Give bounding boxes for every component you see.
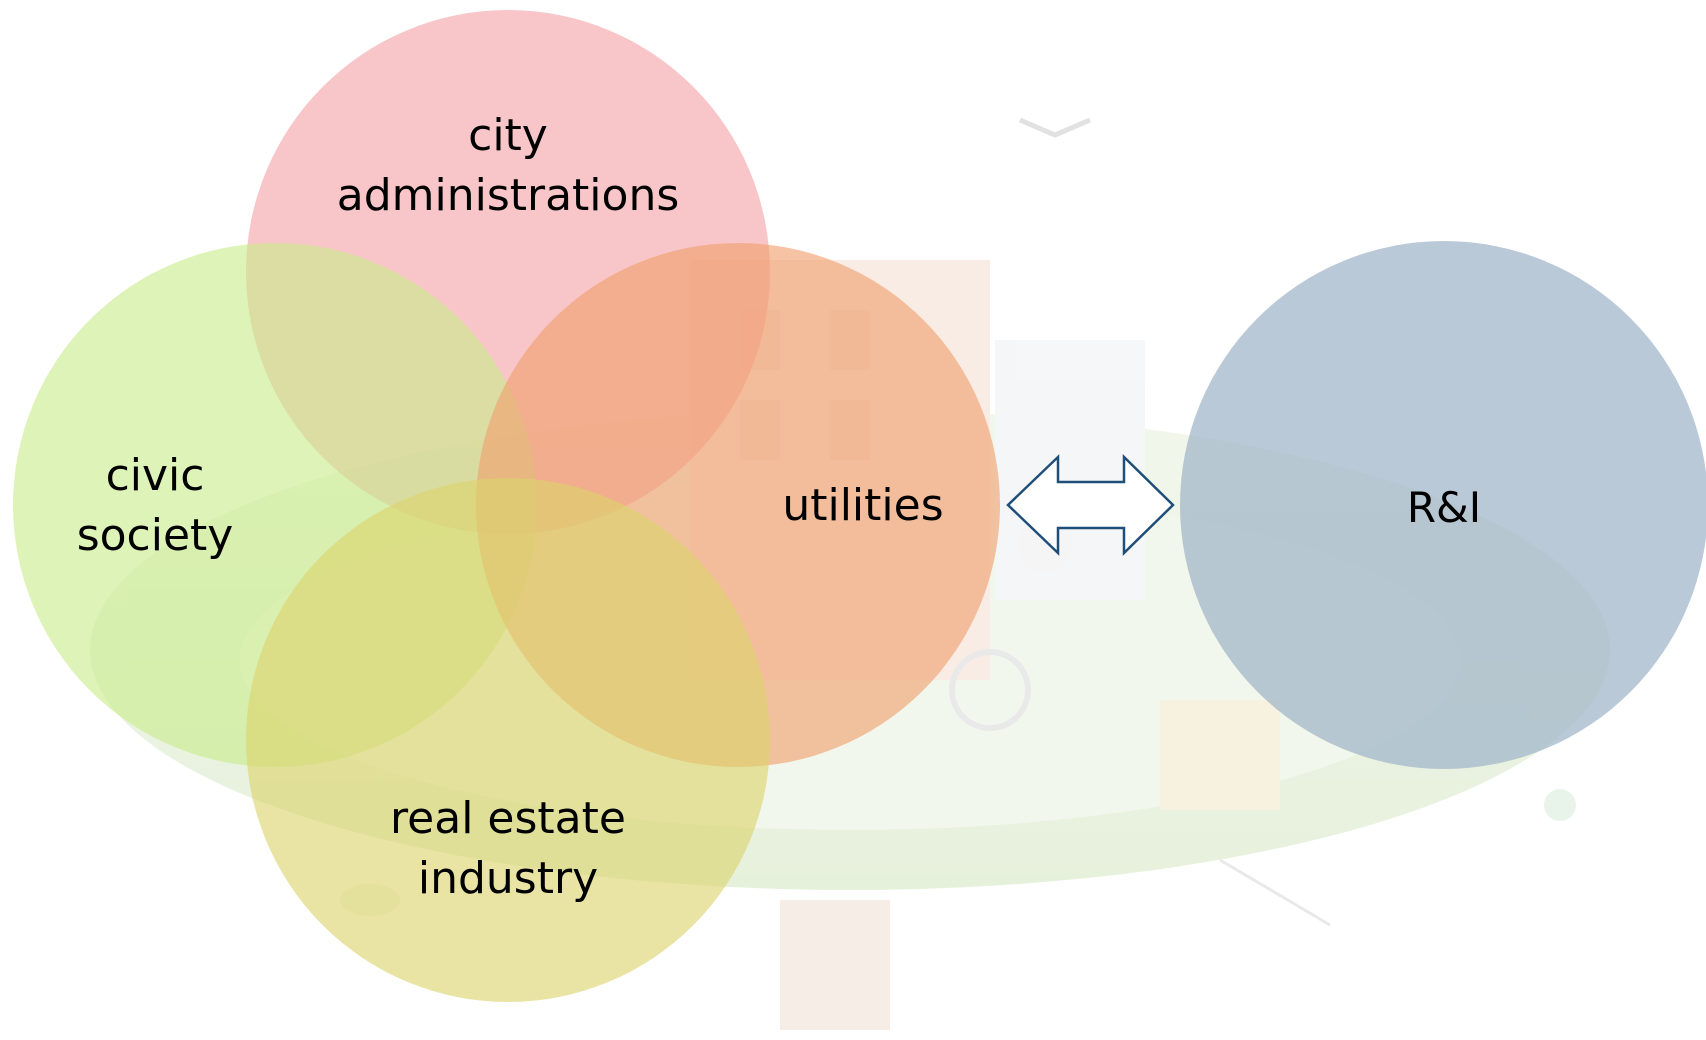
real-estate-industry-label-line-1: real estate: [390, 793, 626, 844]
r-and-i-circle: [1180, 241, 1706, 769]
city-administrations-label-line-2: administrations: [337, 170, 680, 221]
r-and-i-label: R&I: [1407, 483, 1481, 532]
double-arrow-icon: [1006, 454, 1175, 556]
utilities-label: utilities: [782, 480, 943, 531]
real-estate-industry-label-line-2: industry: [418, 853, 598, 904]
civic-society-label-line-1: civic: [106, 450, 205, 501]
real-estate-industry-circle: [246, 478, 770, 1002]
city-administrations-label-line-1: city: [468, 110, 548, 161]
civic-society-label-line-2: society: [77, 510, 234, 561]
